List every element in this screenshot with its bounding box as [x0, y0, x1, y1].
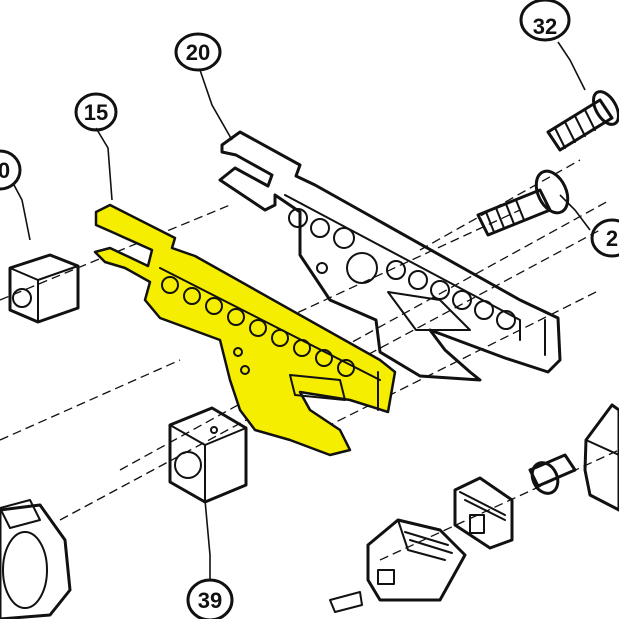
callout-10-label: 0: [0, 158, 10, 183]
part-20-holes: [288, 208, 516, 330]
screw-small-right: [528, 453, 577, 495]
block-39: [168, 406, 248, 504]
screw-2: [476, 169, 570, 237]
callout-10: 0: [0, 149, 22, 191]
part-20-arm: [218, 130, 562, 382]
callout-32-label: 32: [533, 14, 557, 39]
screw-32: [546, 90, 619, 152]
callout-2-label: 2: [606, 226, 618, 251]
callout-20-label: 20: [186, 40, 210, 65]
block-left: [8, 253, 80, 324]
feed-dog-part: [366, 518, 467, 602]
small-screw-bottom: [329, 591, 363, 613]
part-15-arm-highlighted: [93, 203, 397, 457]
callout-15-label: 15: [84, 100, 108, 125]
callout-20: 20: [174, 32, 222, 72]
callout-39-label: 39: [198, 588, 222, 613]
callout-39: 39: [186, 578, 234, 619]
presser-part: [453, 476, 514, 550]
part-15-holes: [161, 276, 355, 377]
ring-part: [0, 499, 72, 619]
callout-32: 32: [519, 0, 571, 42]
leader-lines: [13, 41, 591, 580]
callout-15: 15: [74, 92, 118, 132]
block-right: [583, 403, 619, 512]
callout-2: 2: [590, 218, 619, 258]
